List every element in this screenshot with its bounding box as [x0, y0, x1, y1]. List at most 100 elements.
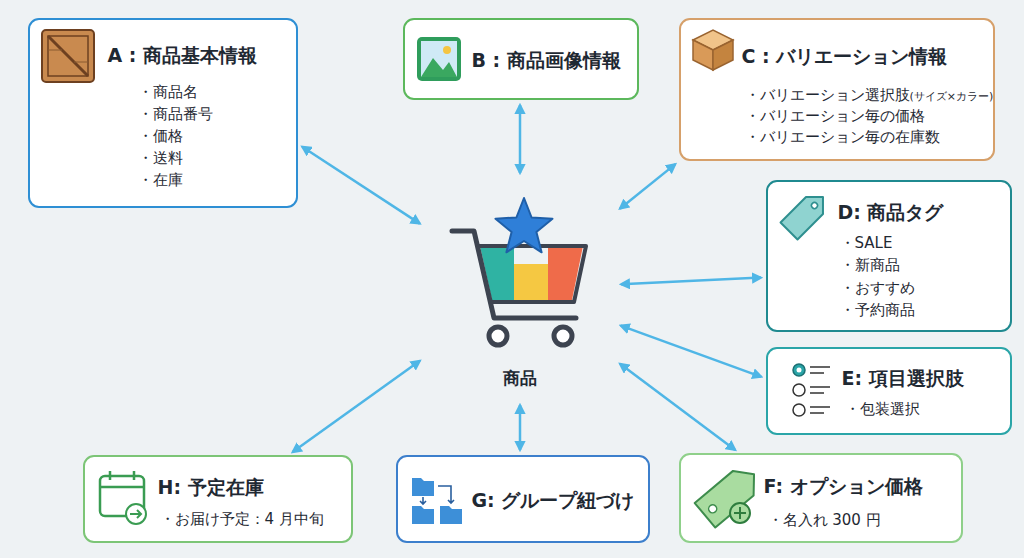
- list-item: ・バリエーション毎の在庫数: [745, 129, 940, 145]
- connector-arrow: [302, 147, 420, 224]
- item-line: ・SALE: [840, 232, 893, 254]
- calendar-arrow-circle: [126, 504, 146, 524]
- cart-frame: [478, 246, 586, 302]
- plus-circle: [730, 503, 750, 523]
- list-icon: [793, 364, 830, 416]
- item-note: (サイズ×カラー): [910, 90, 994, 103]
- folder-icon: [412, 478, 462, 524]
- cart-illustration: [452, 198, 586, 345]
- connector-arrow: [621, 326, 762, 377]
- calendar-lines: [100, 471, 144, 487]
- star-symbol: [496, 198, 553, 252]
- crate-plank: [74, 62, 88, 63]
- calendar-arrow: [130, 510, 141, 518]
- node-label: 商品: [424, 364, 616, 392]
- connector-arrow: [621, 278, 761, 285]
- image-sun: [443, 46, 451, 54]
- tag-icon: [781, 189, 832, 240]
- box-side: [693, 40, 713, 70]
- folder: [440, 506, 462, 524]
- cart-bar: [480, 246, 514, 300]
- box-heading: E: 項目選択肢: [842, 364, 964, 392]
- item-line: ・新商品: [840, 254, 900, 276]
- radio-on: [793, 364, 805, 376]
- list-lines: [810, 367, 830, 413]
- box-heading: D: 商品タグ: [838, 198, 944, 226]
- list-item: ・SALE: [840, 234, 893, 252]
- box-heading: B : 商品画像情報: [472, 46, 621, 74]
- connector-arrow: [519, 105, 522, 173]
- item-line: ・在庫: [138, 169, 183, 191]
- list-item: ・商品名: [138, 83, 198, 101]
- price-tag-hole: [707, 503, 718, 514]
- info-box: F: オプション価格・名入れ 300 円: [679, 453, 963, 543]
- list-item: ・バリエーション選択肢: [745, 87, 910, 103]
- list-item: ・新商品: [840, 256, 900, 274]
- list-item: ・名入れ 300 円: [768, 511, 881, 529]
- list-item: ・送料: [138, 149, 183, 167]
- cart-bar: [514, 264, 548, 300]
- list-item: ・バリエーション毎の価格: [745, 108, 925, 124]
- info-box: G: グループ紐づけ: [396, 455, 650, 543]
- list-item: ・在庫: [138, 171, 183, 189]
- cart-wheel: [489, 327, 507, 345]
- connector-arrow: [620, 364, 735, 450]
- connector-arrow: [293, 361, 420, 452]
- image-sky: [421, 41, 457, 77]
- box-icon: [693, 30, 733, 70]
- radio-off: [793, 404, 805, 416]
- radio-off: [793, 384, 805, 396]
- info-box: D: 商品タグ・SALE ・新商品・おすすめ・予約商品: [766, 180, 1012, 332]
- folder: [412, 478, 434, 496]
- connector-arrow: [519, 405, 522, 450]
- price-tag-icon: [695, 462, 765, 528]
- crate-plank: [48, 50, 62, 51]
- list-item: ・価格: [138, 127, 183, 145]
- item-line: ・名入れ 300 円: [768, 509, 881, 531]
- tag-hole: [810, 201, 818, 209]
- box-heading: H: 予定在庫: [158, 473, 264, 501]
- list-item: ・予約商品: [840, 301, 915, 319]
- list-item: ・おすすめ: [840, 279, 915, 297]
- price-tag: [695, 462, 765, 528]
- list-item: ・包装選択: [845, 400, 920, 418]
- info-box: E: 項目選択肢・包装選択: [766, 347, 1012, 435]
- item-line: ・商品名: [138, 81, 198, 103]
- cart-wheel: [554, 327, 572, 345]
- item-line: ・バリエーション毎の価格: [745, 105, 925, 127]
- crate-plank: [48, 36, 88, 76]
- info-box: C : バリエーション情報・バリエーション選択肢(サイズ×カラー) ・バリエーショ…: [679, 18, 995, 161]
- cart-bar: [548, 246, 583, 300]
- calendar-body: [100, 476, 144, 516]
- item-line: ・予約商品: [840, 299, 915, 321]
- tag-shape: [781, 189, 832, 240]
- image-mountain: [421, 58, 457, 77]
- plus-sign: [734, 507, 746, 519]
- box-heading: G: グループ紐づけ: [472, 486, 635, 514]
- box-heading: C : バリエーション情報: [742, 42, 948, 70]
- list-item: ・商品番号: [138, 105, 213, 123]
- info-box: H: 予定在庫・お届け予定：4 月中旬: [83, 455, 353, 543]
- image-frame: [417, 37, 461, 81]
- crate-icon: [42, 30, 94, 82]
- image-icon: [417, 37, 461, 81]
- folder-arrows: [420, 486, 454, 504]
- box-side: [713, 40, 733, 70]
- item-line: ・送料: [138, 147, 183, 169]
- crate-body: [42, 30, 94, 82]
- item-line: ・包装選択: [845, 398, 920, 420]
- info-box: A : 商品基本情報・商品名・商品番号・価格・送料・在庫: [28, 18, 298, 208]
- item-line: ・価格: [138, 125, 183, 147]
- crate-frame: [48, 36, 88, 76]
- item-line: ・商品番号: [138, 103, 213, 125]
- center-node: 商品: [424, 178, 616, 400]
- box-heading: A : 商品基本情報: [108, 41, 258, 69]
- calendar-icon: [100, 471, 146, 524]
- item-line: ・おすすめ: [840, 277, 915, 299]
- box-heading: F: オプション価格: [764, 472, 923, 500]
- radio-dot: [797, 368, 802, 373]
- item-line: ・バリエーション毎の在庫数: [745, 126, 940, 148]
